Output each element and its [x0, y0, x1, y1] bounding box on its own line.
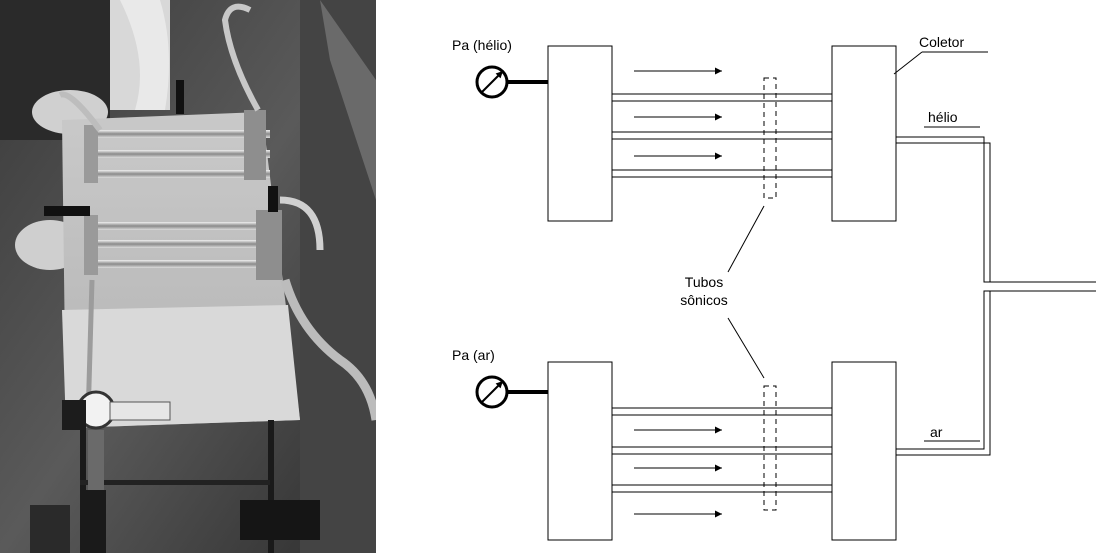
collector-leader	[894, 52, 922, 74]
air-outlet-label: ar	[930, 424, 943, 440]
air-collector-block	[832, 362, 896, 540]
air-tubes	[612, 408, 832, 492]
air-sonic-region	[764, 386, 776, 510]
tubes-leader-top	[728, 206, 764, 272]
air-gauge	[477, 377, 548, 407]
flow-schematic: Pa (hélio) Pa (ar) Coletor hélio ar Tubo…	[376, 0, 1096, 553]
helium-sonic-region	[764, 78, 776, 198]
air-inlet-block	[548, 362, 612, 540]
helium-tubes	[612, 94, 832, 177]
helium-gauge	[477, 67, 548, 97]
helium-gauge-label: Pa (hélio)	[452, 37, 512, 53]
sonic-tubes-label-line1: Tubos	[685, 274, 723, 290]
collector-label: Coletor	[919, 34, 964, 50]
outlet-piping	[896, 137, 1096, 455]
apparatus-photo	[0, 0, 376, 553]
tubes-leader-bottom	[728, 318, 764, 378]
sonic-tubes-label-line2: sônicos	[680, 292, 727, 308]
helium-outlet-label: hélio	[928, 109, 958, 125]
helium-inlet-block	[548, 46, 612, 221]
helium-collector-block	[832, 46, 896, 221]
air-gauge-label: Pa (ar)	[452, 347, 495, 363]
